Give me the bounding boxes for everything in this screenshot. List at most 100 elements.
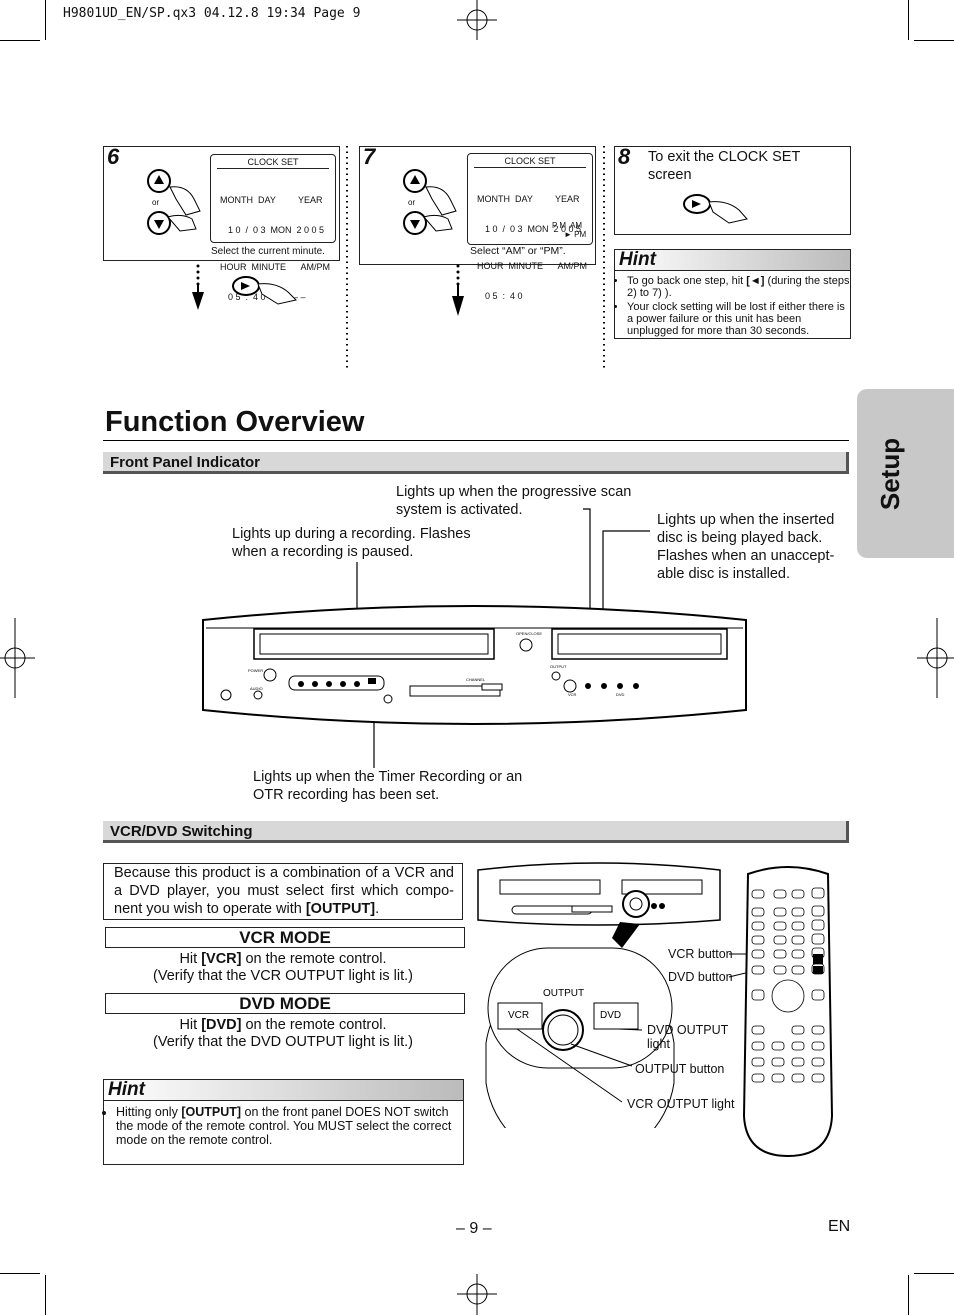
channel-label: CHANNEL	[466, 677, 486, 682]
output-label: OUTPUT	[550, 664, 567, 669]
ampm-option: P M AM	[552, 221, 583, 230]
hint-title: Hint	[615, 250, 850, 271]
output-button-callout: OUTPUT button	[635, 1062, 725, 1076]
text-part: on the remote control.	[241, 1017, 387, 1033]
text-key: [VCR]	[201, 951, 242, 967]
ampm-option-label: PM	[574, 230, 587, 239]
setup-tab-label: Setup	[875, 437, 905, 511]
lcd-title: CLOCK SET	[474, 154, 586, 168]
dvd-mode-text: Hit [DVD] on the remote control. (Verify…	[103, 1017, 463, 1051]
hint-item: To go back one step, hit [◄] (during the…	[627, 275, 850, 299]
vcr-mode-line: Hit [VCR] on the remote control.	[103, 951, 463, 968]
down-arrow-icon	[192, 264, 204, 310]
intro-text: Because this product is a combination of…	[104, 864, 462, 918]
dvd-label: DVD	[616, 692, 625, 697]
text-part: on the remote control.	[241, 951, 387, 967]
dvd-mode-line: (Verify that the DVD OUTPUT light is lit…	[153, 1034, 413, 1050]
dvd-mode-heading: DVD MODE	[105, 993, 465, 1014]
lcd-row: HOUR MINUTE AM/PM	[220, 262, 331, 272]
dvd-output-light-callout: DVD OUTPUT light	[647, 1023, 729, 1051]
open-close-label: OPEN/CLOSE	[516, 631, 542, 636]
text-part: Hit	[179, 1017, 202, 1033]
or-label: or	[152, 198, 160, 207]
step-caption: Select the current minute.	[211, 246, 325, 257]
vcr-mode-text: Hit [VCR] on the remote control. (Verify…	[103, 951, 463, 985]
down-arrow-icon	[452, 264, 464, 316]
hint-item: Hitting only [OUTPUT] on the front panel…	[116, 1105, 463, 1147]
play-button-hand-icon	[232, 276, 297, 305]
hint-key: [OUTPUT]	[181, 1105, 242, 1119]
hint-text: on the front panel DOES NOT switch the m…	[116, 1105, 452, 1147]
power-button	[263, 668, 277, 682]
progressive-note: Lights up when the progressive scan syst…	[396, 484, 632, 518]
audio-label: AUDIO	[250, 686, 263, 691]
vcr-output-light-callout: VCR OUTPUT light	[627, 1097, 735, 1111]
title-rule	[103, 440, 849, 441]
recording-note: Lights up during a recording. Flashes wh…	[232, 526, 471, 560]
zoom-vcr-label: VCR	[508, 1010, 529, 1021]
vcr-button-callout: VCR button	[668, 947, 733, 961]
page-title: Function Overview	[105, 406, 365, 438]
ampm-option: ► PM	[564, 230, 586, 240]
lcd-row: HOUR MINUTE AM/PM	[477, 261, 588, 271]
hint-key: [◄]	[746, 275, 765, 287]
lcd-row: 1 0 / 0 3 MON 2 0 0 5	[485, 224, 582, 234]
disc-note: Lights up when the inserted disc is bein…	[657, 512, 835, 582]
section-front-panel: Front Panel Indicator	[103, 452, 849, 474]
up-down-buttons-icon	[403, 169, 457, 235]
vcr-mode-heading: VCR MODE	[105, 927, 465, 948]
vcr-label: VCR	[568, 692, 577, 697]
intro-text-part: Because this product is a combination of…	[114, 865, 454, 917]
step-6-box: 6 or CLOCK SET MONTH DAY YEAR 1 0 / 0 3 …	[103, 144, 340, 302]
or-label: or	[408, 198, 416, 207]
language-code: EN	[828, 1218, 851, 1235]
output-zoom-illustration: OUTPUT VCR DVD	[477, 862, 721, 1128]
play-button-hand-icon	[683, 194, 748, 224]
setup-tab: Setup	[857, 389, 954, 558]
hint-box-bottom: Hint Hitting only [OUTPUT] on the front …	[103, 1079, 464, 1165]
hint-item: Your clock setting will be lost if eithe…	[627, 301, 850, 337]
dvd-button-callout: DVD button	[668, 970, 733, 984]
remote-control	[742, 866, 834, 1158]
page-number: – 9 –	[456, 1220, 492, 1237]
section-vcr-dvd-switching: VCR/DVD Switching	[103, 821, 849, 843]
clock-set-display: CLOCK SET MONTH DAY YEAR 1 0 / 0 3 MON 2…	[210, 154, 336, 302]
step-number: 6	[107, 144, 120, 169]
clock-set-display: CLOCK SET MONTH DAY YEAR 1 0 / 0 3 MON 2…	[467, 153, 593, 301]
lcd-row: 1 0 / 0 3 MON 2 0 0 5	[228, 225, 325, 235]
text-part: Hit	[179, 951, 202, 967]
hint-text: To go back one step, hit	[627, 275, 747, 287]
intro-key: [OUTPUT]	[305, 901, 376, 917]
zoom-dvd-label: DVD	[600, 1010, 621, 1021]
print-header: H9801UD_EN/SP.qx3 04.12.8 19:34 Page 9	[63, 6, 361, 21]
timer-note: Lights up when the Timer Recording or an…	[253, 769, 523, 803]
step-caption: Select “AM” or “PM”.	[470, 245, 566, 257]
dotted-divider	[346, 146, 348, 370]
lcd-title: CLOCK SET	[217, 155, 329, 169]
power-label: POWER	[248, 668, 263, 673]
vcr-mode-line: (Verify that the VCR OUTPUT light is lit…	[153, 968, 413, 984]
step-7-box: 7 or CLOCK SET MONTH DAY YEAR 1 0 / 0 3 …	[359, 144, 596, 301]
text-key: [DVD]	[201, 1017, 242, 1033]
step-8-box: 8 To exit the CLOCK SET screen	[614, 144, 851, 235]
step-number: 7	[363, 144, 376, 169]
lcd-row: 0 5 : 4 0	[485, 291, 523, 301]
step-number: 8	[618, 144, 631, 169]
lcd-row: 0 5 : 4 0 – –	[228, 292, 306, 302]
up-down-buttons-icon	[147, 169, 201, 235]
dvd-mode-line: Hit [DVD] on the remote control.	[103, 1017, 463, 1034]
lcd-row: MONTH DAY YEAR	[220, 195, 323, 205]
zoom-output-label: OUTPUT	[543, 988, 584, 999]
hint-text: (during the steps 2) to 7) ).	[627, 275, 850, 299]
vcr-dvd-front-panel: OPEN/CLOSE POWER CHANNEL OUTPUT VCR DVD …	[202, 605, 747, 725]
lcd-row: MONTH DAY YEAR	[477, 194, 580, 204]
step-8-text: To exit the CLOCK SET screen	[648, 149, 801, 183]
hint-text: Hitting only	[116, 1105, 182, 1119]
hint-title: Hint	[104, 1080, 463, 1101]
play-icon: ►	[564, 230, 575, 239]
dotted-divider	[603, 146, 605, 370]
hint-box-top: Hint To go back one step, hit [◄] (durin…	[614, 249, 851, 339]
intro-box: Because this product is a combination of…	[103, 863, 463, 920]
intro-text-part: .	[375, 901, 380, 917]
